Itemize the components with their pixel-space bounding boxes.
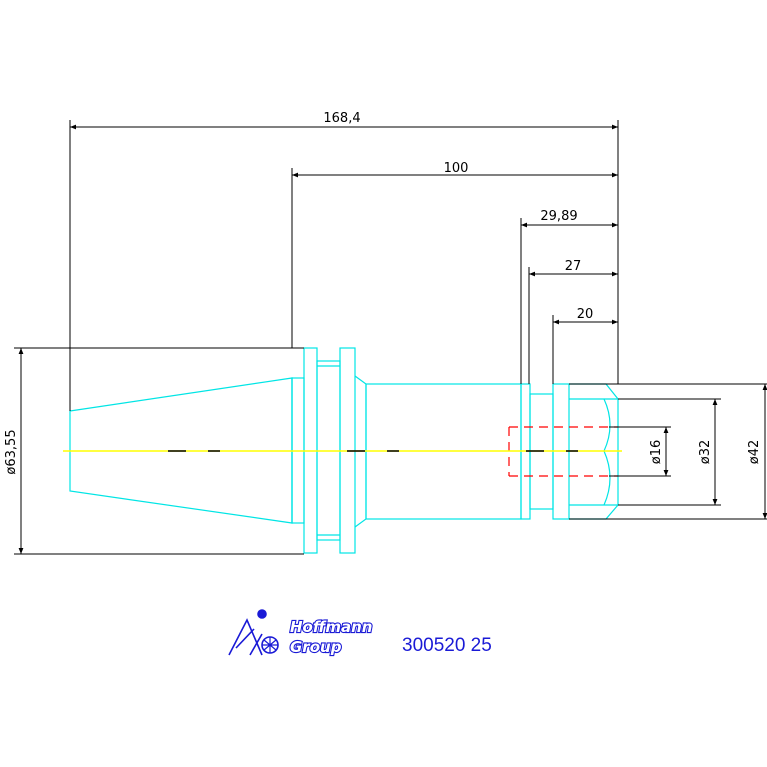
hoffmann-group-logo: Hoffmann Group	[228, 609, 374, 657]
dim-bore-diameter: ø16	[649, 440, 664, 465]
dim-inner-diameter: ø32	[698, 440, 713, 465]
dim-bore-depth-1: 29,89	[540, 209, 577, 224]
logo-text-line1: Hoffmann	[290, 618, 372, 636]
part-number: 300520 25	[402, 635, 492, 656]
dim-flange-diameter: ø63,55	[4, 429, 19, 474]
dim-gauge-length: 100	[444, 161, 469, 176]
dimension-lines	[14, 120, 767, 555]
logo-text-line2: Group	[290, 638, 342, 656]
dim-overall-length: 168,4	[323, 111, 360, 126]
hidden-bore	[508, 426, 618, 477]
dim-bore-depth-2: 27	[565, 259, 582, 274]
dim-bore-depth-3: 20	[577, 307, 594, 322]
dim-outer-diameter: ø42	[747, 440, 762, 465]
logo-icon	[228, 609, 279, 656]
